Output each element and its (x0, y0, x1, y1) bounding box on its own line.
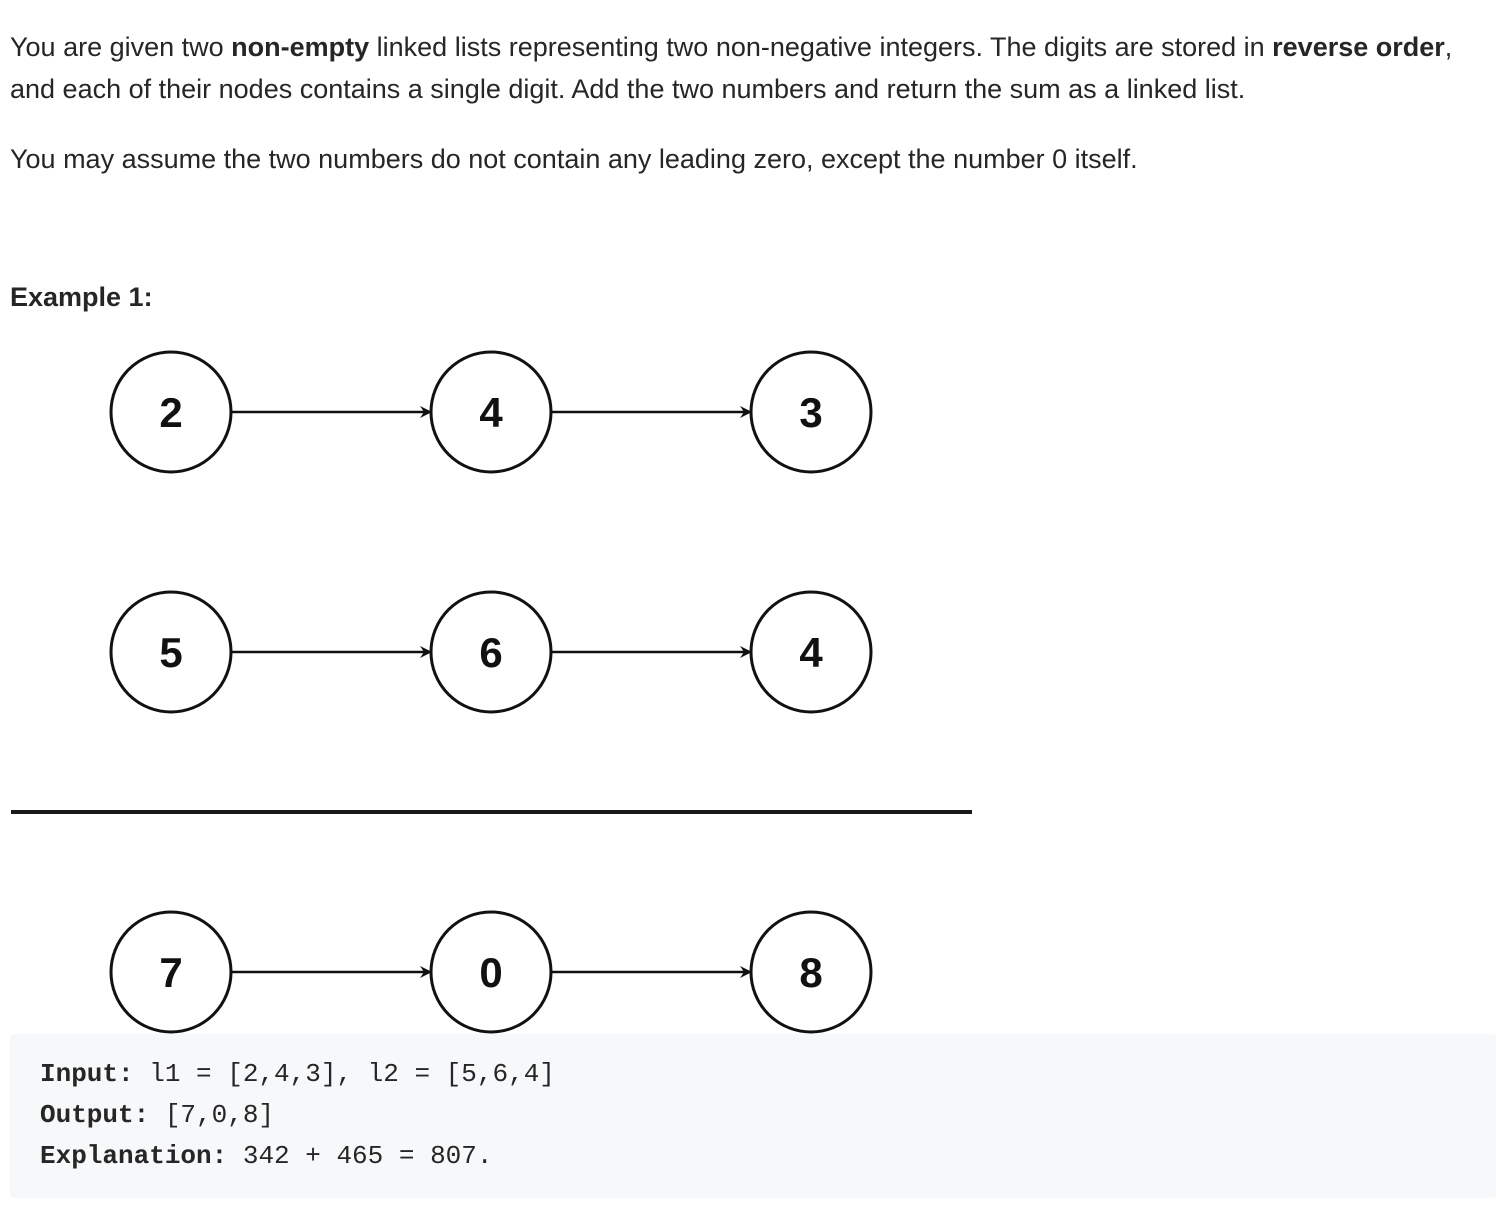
p1-text-2: linked lists representing two non-negati… (369, 32, 1273, 62)
input-label: Input: (40, 1059, 134, 1089)
result-node-value-0: 7 (159, 949, 182, 996)
list1-node-value-0: 2 (159, 389, 182, 436)
linked-list-diagram: 2 4 3 5 6 4 7 0 8 (11, 350, 972, 1034)
list2-node-value-1: 6 (479, 629, 502, 676)
list2-node-circle-2 (749, 590, 873, 714)
list1-node-circle-2 (749, 350, 873, 474)
list1-node-circle-0 (109, 350, 233, 474)
result-node-circle-0 (109, 910, 233, 1034)
problem-paragraph-1: You are given two non-empty linked lists… (10, 26, 1490, 110)
list1-node-0: 2 (109, 350, 233, 474)
list2-node-circle-0 (109, 590, 233, 714)
result-node-value-1: 0 (479, 949, 502, 996)
problem-paragraph-2: You may assume the two numbers do not co… (10, 144, 1138, 174)
list1-node-2: 3 (749, 350, 873, 474)
list1-node-circle-1 (429, 350, 553, 474)
result-node-circle-2 (749, 910, 873, 1034)
output-line: Output: [7,0,8] (40, 1095, 1466, 1136)
list1-node-value-2: 3 (799, 389, 822, 436)
list2-node-value-2: 4 (799, 629, 823, 676)
list2-node-0: 5 (109, 590, 233, 714)
p1-bold-reverse-order: reverse order (1272, 32, 1445, 62)
list2-node-1: 6 (429, 590, 553, 714)
explanation-value: 342 + 465 = 807. (227, 1141, 493, 1171)
result-node-circle-1 (429, 910, 553, 1034)
example-heading: Example 1: (10, 282, 153, 312)
example-code-block: Input: l1 = [2,4,3], l2 = [5,6,4] Output… (10, 1034, 1496, 1198)
p1-bold-non-empty: non-empty (231, 32, 370, 62)
output-value: [7,0,8] (149, 1100, 275, 1130)
explanation-label: Explanation: (40, 1141, 228, 1171)
input-value: l1 = [2,4,3], l2 = [5,6,4] (133, 1059, 555, 1089)
p1-text-3: , and each of their nodes contains a sin… (10, 32, 1453, 104)
output-label: Output: (40, 1100, 150, 1130)
list2-node-circle-1 (429, 590, 553, 714)
result-node-1: 0 (429, 910, 553, 1034)
result-node-0: 7 (109, 910, 233, 1034)
result-node-value-2: 8 (799, 949, 822, 996)
result-node-2: 8 (749, 910, 873, 1034)
list2-node-value-0: 5 (159, 629, 182, 676)
list1-node-1: 4 (429, 350, 553, 474)
input-line: Input: l1 = [2,4,3], l2 = [5,6,4] (40, 1054, 1466, 1095)
p1-text-1: You are given two (10, 32, 232, 62)
list2-node-2: 4 (749, 590, 873, 714)
problem-description: You are given two non-empty linked lists… (10, 26, 1490, 180)
list1-node-value-1: 4 (479, 389, 503, 436)
explanation-line: Explanation: 342 + 465 = 807. (40, 1136, 1466, 1177)
